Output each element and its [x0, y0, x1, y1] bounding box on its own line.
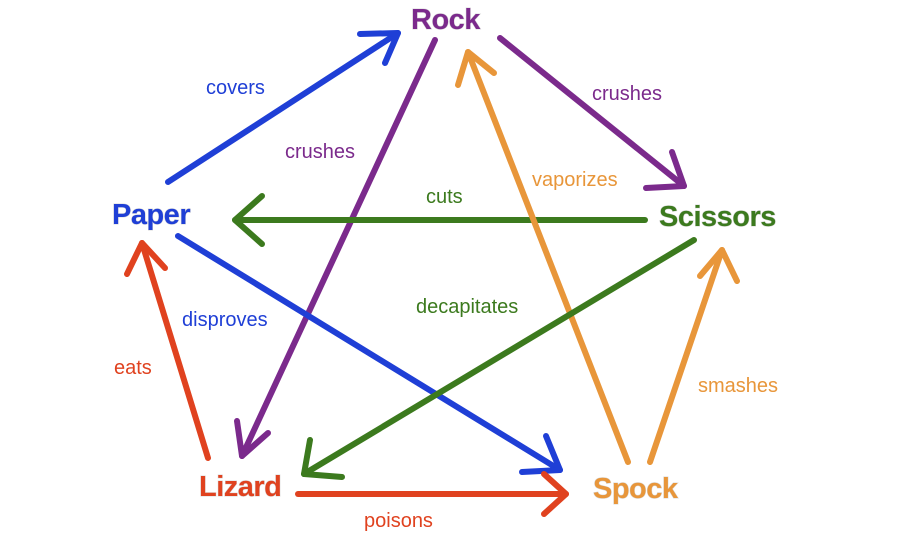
- label-smashes: smashes: [698, 375, 778, 397]
- node-lizard: Lizard: [199, 471, 281, 503]
- node-spock: Spock: [593, 473, 679, 505]
- label-decapitates: decapitates: [416, 296, 518, 318]
- arrow-paper-covers-rock: [165, 30, 401, 185]
- label-eats: eats: [114, 357, 152, 379]
- arrow-paper-disproves-spock: [175, 233, 563, 475]
- label-crushes-lizard: crushes: [285, 141, 355, 163]
- arrow-rock-crushes-scissors: [497, 35, 687, 191]
- arrow-lizard-poisons-spock: [295, 471, 569, 517]
- arrow-lizard-eats-paper: [124, 240, 211, 461]
- node-labels: Rock Paper Scissors Lizard Spock: [112, 4, 777, 506]
- label-vaporizes: vaporizes: [532, 169, 618, 191]
- arrow-spock-smashes-scissors: [647, 247, 740, 465]
- label-poisons: poisons: [364, 510, 433, 532]
- label-cuts: cuts: [426, 186, 463, 208]
- edge-labels: covers crushes crushes vaporizes cuts de…: [114, 77, 778, 532]
- label-covers: covers: [206, 77, 265, 99]
- node-scissors: Scissors: [659, 201, 776, 233]
- label-disproves: disproves: [182, 309, 268, 331]
- arrow-scissors-decapitates-lizard: [301, 237, 697, 480]
- arrow-scissors-cuts-paper: [232, 193, 648, 247]
- node-paper: Paper: [112, 199, 190, 231]
- label-crushes-scissors: crushes: [592, 83, 662, 105]
- arrow-rock-crushes-lizard: [234, 37, 438, 459]
- arrow-spock-vaporizes-rock: [455, 49, 631, 465]
- node-rock: Rock: [411, 4, 481, 36]
- arrows: [124, 30, 740, 517]
